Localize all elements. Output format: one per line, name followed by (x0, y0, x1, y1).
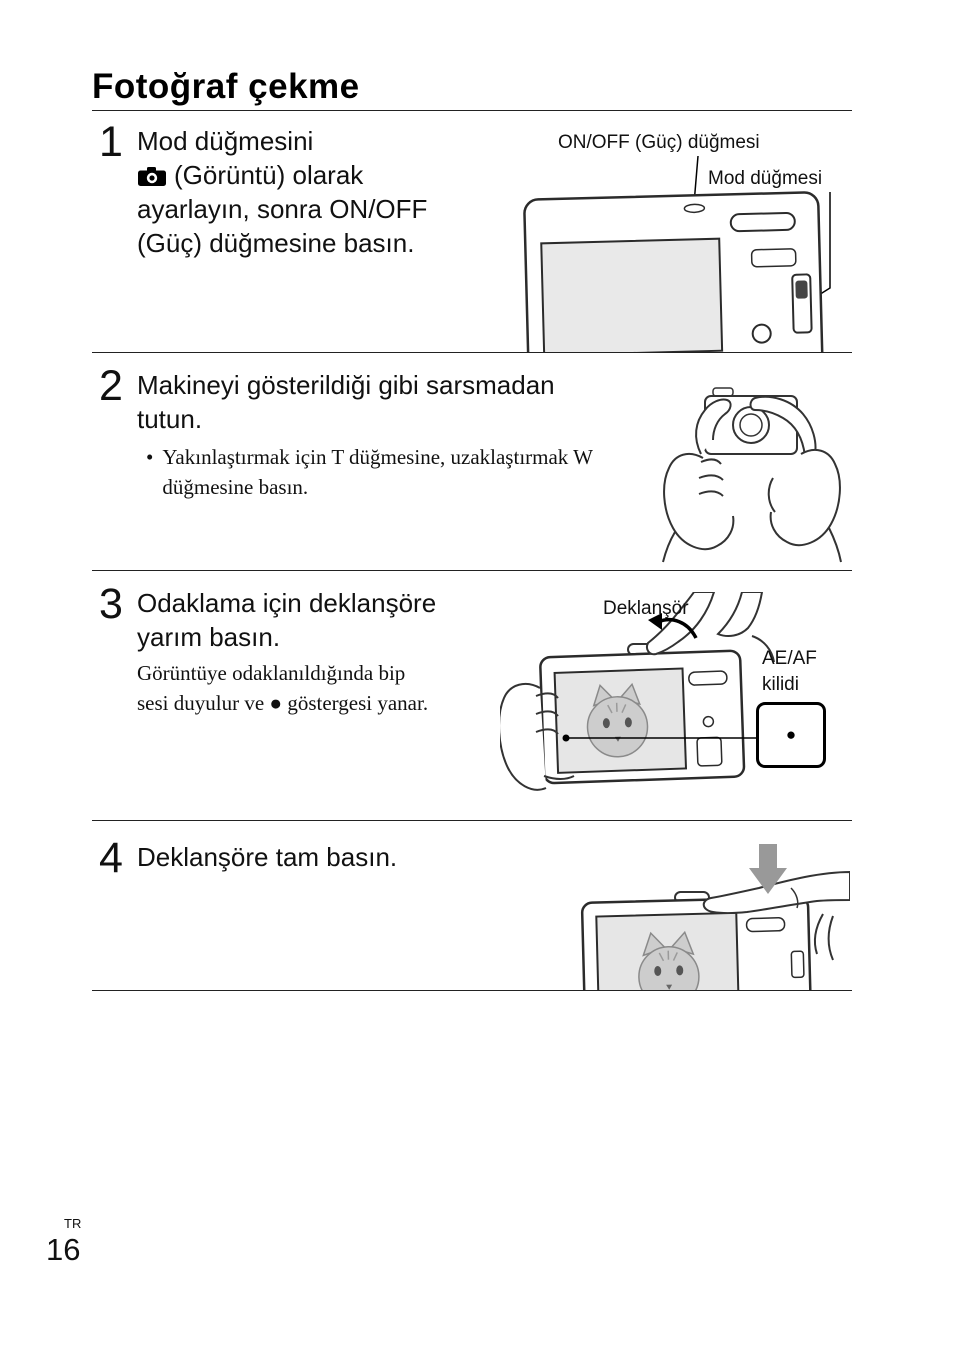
ae-af-lock-dot: ● (785, 725, 797, 744)
ae-af-lock-label-line1: AE/AF (762, 648, 817, 669)
hands-holding-camera-illustration (662, 387, 842, 563)
footer-language-code: TR (64, 1216, 82, 1231)
step-2-line1: Makineyi gösterildiği gibi sarsmadan (137, 370, 555, 400)
step-4-number: 4 (99, 834, 123, 882)
step-2-bullet-line1: Yakınlaştırmak için T düğmesine, uzaklaş… (162, 445, 593, 469)
step-1-line1: Mod düğmesini (137, 126, 314, 156)
step-2-number: 2 (99, 362, 123, 410)
step-2-bullet-text: Yakınlaştırmak için T düğmesine, uzaklaş… (162, 442, 593, 502)
step-1-line2: (Görüntü) olarak (174, 160, 364, 190)
bullet-marker: • (146, 445, 154, 469)
step-3-text: Odaklama için deklanşöre yarım basın. (137, 586, 517, 654)
ae-af-lock-indicator-box: ● (756, 702, 826, 768)
full-press-shutter-illustration (580, 844, 850, 990)
page-title: Fotoğraf çekme (92, 67, 360, 107)
divider (92, 990, 852, 991)
step-2-bullet: • Yakınlaştırmak için T düğmesine, uzakl… (146, 442, 666, 502)
step-1-figure: ON/OFF (Güç) düğmesi Mod düğmesi (520, 130, 852, 352)
step-2-bullet-line2: düğmesine basın. (162, 475, 309, 499)
camera-back-illustration (523, 155, 831, 352)
step-1-line4: (Güç) düğmesine basın. (137, 228, 415, 258)
divider (92, 110, 852, 111)
step-2-text: Makineyi gösterildiği gibi sarsmadan tut… (137, 368, 697, 436)
camera-mode-icon (137, 166, 167, 187)
step-3-line1: Odaklama için deklanşöre (137, 588, 437, 618)
divider (92, 820, 852, 821)
step-4-figure (555, 842, 850, 990)
half-press-shutter-illustration (500, 592, 775, 791)
divider (92, 570, 852, 571)
step-1-number: 1 (99, 118, 123, 166)
shutter-button-label: Deklanşör (603, 598, 689, 619)
divider (92, 352, 852, 353)
step-3-subtext: Görüntüye odaklanıldığında bip sesi duyu… (137, 658, 497, 718)
mode-button-label: Mod düğmesi (708, 168, 823, 189)
footer-page-number: 16 (46, 1232, 81, 1267)
step-3-subtext-line2: sesi duyulur ve ● göstergesi yanar. (137, 691, 429, 715)
step-3-number: 3 (99, 580, 123, 628)
step-1-line3: ayarlayın, sonra ON/OFF (137, 194, 428, 224)
on-off-button-label: ON/OFF (Güç) düğmesi (558, 132, 760, 153)
step-2-figure (655, 366, 850, 564)
step-4-text: Deklanşöre tam basın. (137, 842, 398, 872)
step-3-figure: Deklanşör AE/AF kilidi (500, 592, 850, 816)
ae-af-lock-label-line2: kilidi (762, 674, 799, 695)
step-2-line2: tutun. (137, 404, 203, 434)
step-3-subtext-line1: Görüntüye odaklanıldığında bip (137, 661, 406, 685)
step-3-line2: yarım basın. (137, 622, 281, 652)
step-1-text: Mod düğmesini (Görüntü) olarak ayarlayın… (137, 124, 497, 260)
